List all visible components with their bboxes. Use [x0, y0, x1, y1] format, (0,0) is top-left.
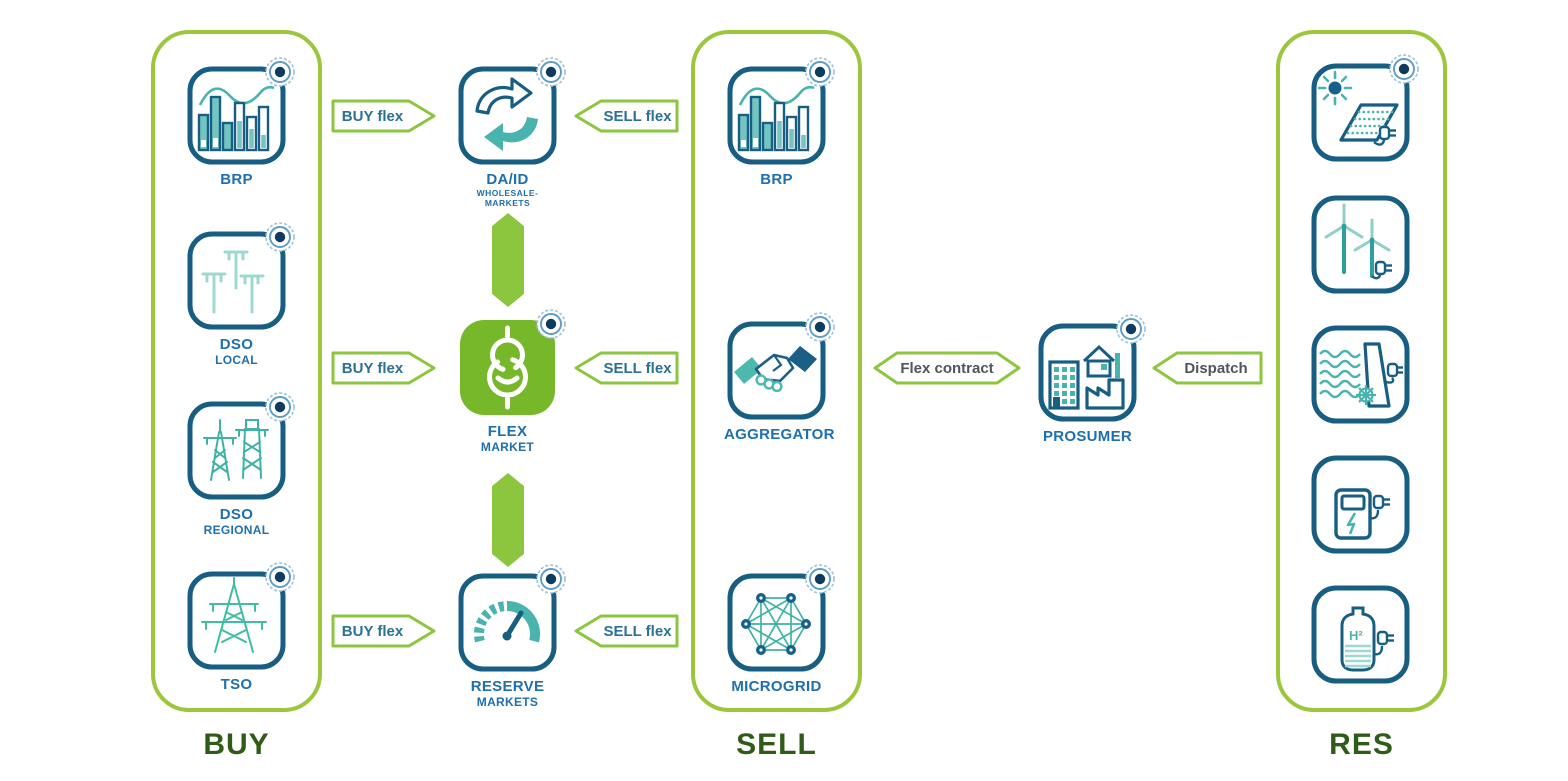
handshake-icon [727, 321, 826, 420]
sell-flex-arrow-top: SELL flex [573, 98, 680, 134]
arrow-text: BUY flex [341, 622, 404, 640]
left-arrow-shape [574, 351, 679, 385]
arrow-text: Dispatch [1184, 359, 1248, 377]
target-badge-icon [1389, 54, 1419, 84]
dispatch-arrow: Dispatch [1150, 350, 1266, 386]
res-wind-cell [1308, 192, 1413, 297]
arrow-text: SELL flex [603, 107, 672, 125]
arrow-text: BUY flex [341, 107, 404, 125]
buy-flex-arrow-mid: BUY flex [330, 350, 437, 386]
gauge-icon [458, 573, 557, 672]
buy-flex-arrow-top: BUY flex [330, 98, 437, 134]
icon-label: TSO [220, 676, 253, 693]
prosumer-buildings-icon [1038, 323, 1137, 422]
icon-sublabel: WHOLESALE-MARKETS [476, 188, 539, 209]
buy-brp-cell: BRP [184, 57, 295, 188]
buy-dso-local-cell: DSO LOCAL [184, 222, 295, 368]
icon-sublabel: LOCAL [215, 353, 258, 368]
target-badge-icon [805, 564, 835, 594]
da-id-cell: DA/ID WHOLESALE-MARKETS [455, 57, 566, 209]
target-badge-icon [805, 57, 835, 87]
icon-sublabel: MARKET [480, 440, 535, 455]
prosumer-cell: PROSUMER [1035, 314, 1146, 445]
target-badge-icon [1116, 314, 1146, 344]
buy-dso-regional-cell: DSO REGIONAL [184, 392, 295, 538]
flex-rings-icon [460, 320, 555, 415]
arrow-text: SELL flex [603, 359, 672, 377]
transmission-tower-icon [187, 571, 286, 670]
hydrogen-label: H² [1349, 628, 1363, 643]
buy-tso-cell: TSO [184, 562, 295, 693]
res-hydrogen-cell: H² [1308, 582, 1413, 687]
sell-brp-cell: BRP [724, 57, 835, 188]
icon-label: BRP [220, 171, 253, 188]
ev-charger-icon [1311, 455, 1410, 554]
hydro-dam-icon [1311, 325, 1410, 424]
sell-flex-arrow-bottom: SELL flex [573, 613, 680, 649]
utility-poles-icon [187, 231, 286, 330]
solar-panel-icon [1311, 63, 1410, 162]
target-badge-icon [536, 309, 566, 339]
swap-arrows-icon [458, 66, 557, 165]
icon-label: MICROGRID [731, 678, 822, 695]
target-badge-icon [536, 57, 566, 87]
buy-title: BUY [203, 728, 270, 761]
left-arrow-shape [1152, 351, 1263, 385]
sell-title: SELL [736, 728, 817, 761]
icon-label: DSO [219, 336, 254, 353]
icon-sublabel: MARKETS [476, 695, 539, 710]
target-badge-icon [805, 312, 835, 342]
arrow-text: SELL flex [603, 622, 672, 640]
left-arrow-shape [574, 99, 679, 133]
arrow-text: BUY flex [341, 359, 404, 377]
res-solar-cell [1308, 54, 1419, 165]
arrow-text: Flex contract [900, 359, 994, 377]
transmission-towers-icon [187, 401, 286, 500]
buy-flex-arrow-bottom: BUY flex [330, 613, 437, 649]
reserve-markets-cell: RESERVE MARKETS [455, 564, 566, 710]
icon-label: RESERVE [470, 678, 545, 695]
flex-market-cell: FLEX MARKET [455, 309, 566, 455]
res-title: RES [1329, 728, 1394, 761]
network-mesh-icon [727, 573, 826, 672]
target-badge-icon [265, 562, 295, 592]
res-hydro-cell [1308, 322, 1413, 427]
aggregator-cell: AGGREGATOR [724, 312, 835, 443]
double-arrow-shape [873, 351, 1021, 385]
wind-turbines-icon [1311, 195, 1410, 294]
target-badge-icon [265, 57, 295, 87]
res-ev-cell [1308, 452, 1413, 557]
icon-label: PROSUMER [1042, 428, 1133, 445]
icon-label: DA/ID [486, 171, 529, 188]
microgrid-cell: MICROGRID [724, 564, 835, 695]
bar-chart-icon [187, 66, 286, 165]
icon-label: BRP [760, 171, 793, 188]
bar-chart-icon [727, 66, 826, 165]
hydrogen-tank-icon: H² [1311, 585, 1410, 684]
right-arrow-shape [331, 614, 436, 648]
icon-label: AGGREGATOR [724, 426, 835, 443]
right-arrow-shape [331, 351, 436, 385]
icon-label: FLEX [487, 423, 528, 440]
left-arrow-shape [574, 614, 679, 648]
flow-connector-top [492, 213, 524, 307]
flex-contract-arrow: Flex contract [872, 350, 1022, 386]
icon-label: DSO [219, 506, 254, 523]
icon-sublabel: REGIONAL [203, 523, 270, 538]
target-badge-icon [265, 392, 295, 422]
right-arrow-shape [331, 99, 436, 133]
target-badge-icon [265, 222, 295, 252]
flow-connector-bottom [492, 473, 524, 567]
sell-flex-arrow-mid: SELL flex [573, 350, 680, 386]
target-badge-icon [536, 564, 566, 594]
